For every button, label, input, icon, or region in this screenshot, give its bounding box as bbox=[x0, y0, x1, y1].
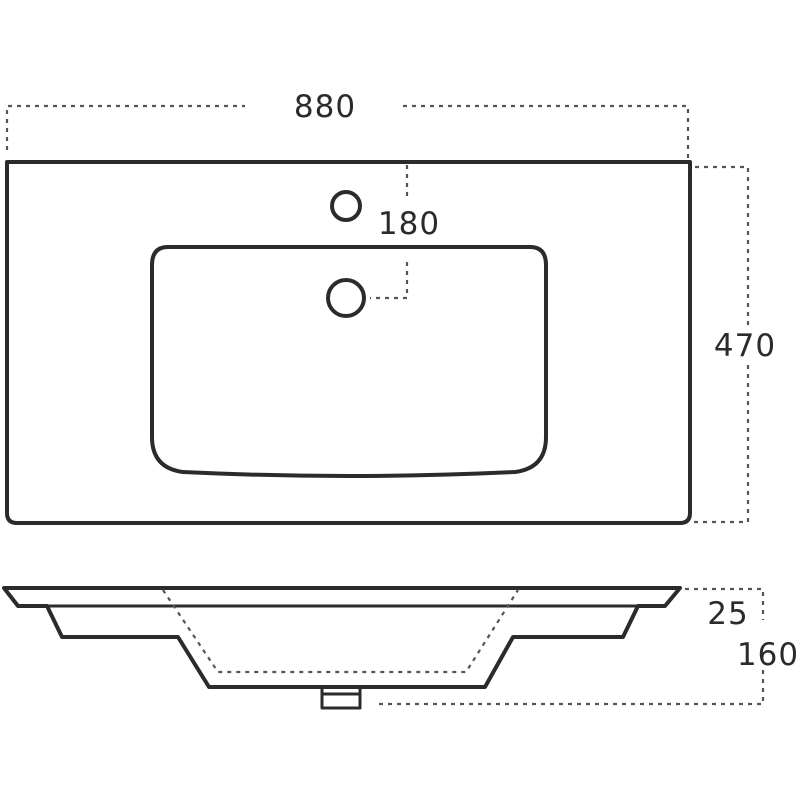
width-dimension: 880 bbox=[5, 89, 690, 160]
height-dimensions: 25 160 bbox=[378, 587, 799, 706]
height-dimension-label: 160 bbox=[737, 637, 799, 673]
width-dimension-label: 880 bbox=[294, 89, 356, 125]
top-view bbox=[5, 160, 692, 525]
rim-thickness-label: 25 bbox=[707, 596, 748, 632]
tap-offset-dimension: 180 bbox=[370, 165, 440, 300]
side-view bbox=[2, 586, 682, 710]
drain-hole bbox=[326, 278, 366, 318]
hidden-basin-line bbox=[162, 589, 519, 674]
countertop-outline bbox=[5, 160, 692, 525]
tap-offset-label: 180 bbox=[378, 206, 440, 242]
depth-dimension: 470 bbox=[694, 165, 776, 524]
side-profile-outline bbox=[2, 586, 682, 689]
depth-dimension-label: 470 bbox=[714, 328, 776, 364]
drain-outlet bbox=[320, 687, 362, 710]
basin-outline bbox=[150, 245, 548, 478]
tap-hole bbox=[330, 190, 362, 222]
